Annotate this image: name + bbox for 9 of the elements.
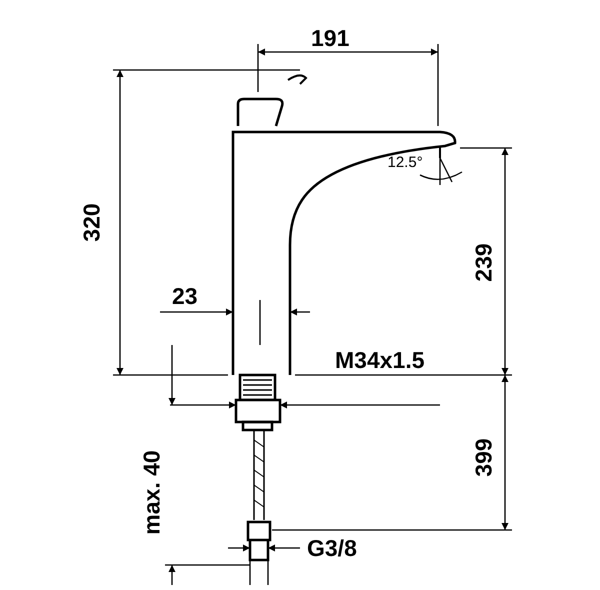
dimension-label: 23	[172, 284, 198, 308]
dimension-label: 12.5°	[388, 154, 423, 170]
dimension-label: G3/8	[307, 536, 357, 560]
dimension-label: M34x1.5	[335, 348, 425, 372]
dimension-label: 239	[472, 242, 496, 282]
dimension-label: 399	[472, 438, 496, 476]
dimension-label: max. 40	[140, 450, 164, 534]
dimension-label: 191	[311, 26, 350, 50]
dimension-label: 320	[80, 202, 104, 242]
